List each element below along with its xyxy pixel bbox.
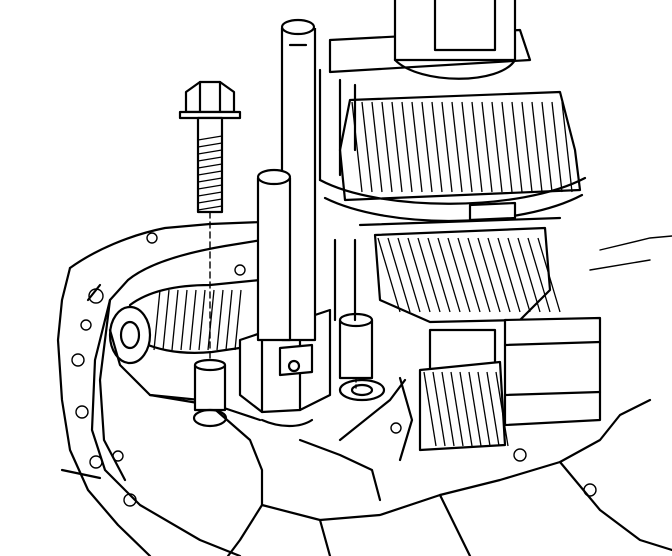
gear-teeth-output [423,371,509,447]
gear-tooth [427,237,451,313]
gear-tooth [447,237,471,313]
dowel-sleeve [192,312,386,428]
shift-drum [108,278,262,422]
gear-tooth [377,237,401,313]
groove-line [180,289,188,351]
gear-tooth [371,101,383,193]
gear-tooth [387,237,411,313]
gear-tooth [441,101,453,193]
groove-line [216,289,224,351]
gear-tooth [481,101,493,193]
thread-line [197,177,223,183]
gear-tooth [487,237,511,313]
shift-drum-grooves [153,289,242,351]
thread-line [197,142,223,148]
thread-line [197,135,223,141]
gear-tooth [391,101,403,193]
gear-tooth [531,101,543,193]
gear-tooth [401,101,413,193]
groove-line [162,289,170,351]
groove-line [171,289,179,351]
gear-tooth [421,101,433,193]
gear-tooth [451,101,463,193]
gear-tooth [432,371,446,447]
countershaft-gear-upper [318,0,587,223]
output-gear [418,316,602,452]
thread-line [197,170,223,176]
thread-line [197,149,223,155]
thread-line [197,191,223,197]
thread-line [197,198,223,204]
gear-tooth [511,101,523,193]
groove-line [153,289,161,351]
gear-tooth [477,371,491,447]
gear-tooth [361,101,373,193]
gear-tooth [397,237,421,313]
gear-tooth [541,101,553,193]
gear-tooth [437,237,461,313]
gear-tooth [561,101,573,193]
gear-tooth [551,101,563,193]
gear-tooth [507,237,531,313]
gear-tooth [497,237,521,313]
gear-tooth [501,101,513,193]
gear-tooth [381,101,393,193]
gear-tooth [495,371,509,447]
gear-tooth [457,237,481,313]
gear-tooth [527,237,551,313]
groove-line [189,289,197,351]
thread-line [197,163,223,169]
bolt [178,80,242,371]
gear-tooth [407,237,431,313]
gear-tooth [467,237,491,313]
groove-line [234,289,242,351]
background-rails [318,68,357,322]
gear-tooth [461,101,473,193]
gear-tooth [441,371,455,447]
groove-line [207,289,215,351]
housing [56,220,672,556]
gear-tooth [431,101,443,193]
gear-tooth [486,371,500,447]
thread-line [197,156,223,162]
groove-line [198,289,206,351]
gear-tooth [517,237,541,313]
thread-line [197,205,223,211]
gear-tooth [468,371,482,447]
gear-tooth [521,101,533,193]
gear-tooth [417,237,441,313]
shift-rail-short [256,168,292,342]
gear-teeth-upper [351,101,573,193]
gear-tooth [423,371,437,447]
gear-tooth [471,101,483,193]
thread-line [197,184,223,190]
gear-tooth [411,101,423,193]
gear-tooth [477,237,501,313]
bolt-thread [197,135,223,211]
gear-tooth [351,101,363,193]
groove-line [225,289,233,351]
gear-teeth-lower [377,237,561,313]
gear-tooth [537,237,561,313]
gear-tooth [459,371,473,447]
gear-tooth [450,371,464,447]
gear-tooth [491,101,503,193]
